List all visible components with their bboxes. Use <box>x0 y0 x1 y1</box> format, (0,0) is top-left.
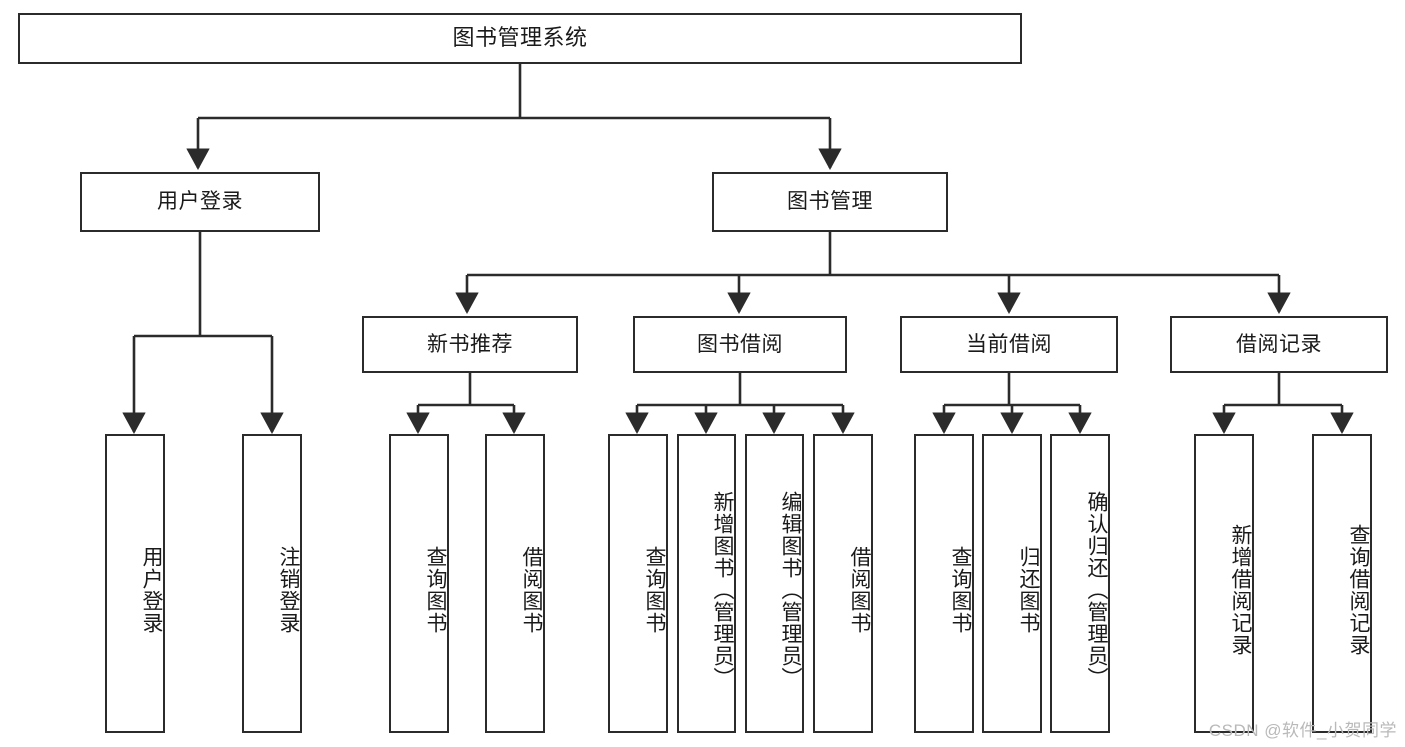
leaf-borrow-book-2-label: 借阅图书 <box>848 545 871 634</box>
node-user-login[interactable]: 用户登录 <box>80 172 320 232</box>
leaf-edit-book-label: 编辑图书（管理员） <box>779 490 802 689</box>
leaf-logout-login-label: 注销登录 <box>277 545 300 634</box>
leaf-edit-book[interactable]: 编辑图书（管理员） <box>745 434 804 733</box>
node-book-manage[interactable]: 图书管理 <box>712 172 948 232</box>
node-root-label: 图书管理系统 <box>452 25 588 51</box>
leaf-query-book-2[interactable]: 查询图书 <box>608 434 668 733</box>
leaf-return-book[interactable]: 归还图书 <box>982 434 1042 733</box>
leaf-query-book-3[interactable]: 查询图书 <box>914 434 974 733</box>
leaf-borrow-book-1[interactable]: 借阅图书 <box>485 434 545 733</box>
node-book-manage-label: 图书管理 <box>787 190 873 214</box>
leaf-user-login-label: 用户登录 <box>140 545 163 634</box>
leaf-confirm-return-label: 确认归还（管理员） <box>1085 490 1108 689</box>
leaf-user-login[interactable]: 用户登录 <box>105 434 165 733</box>
leaf-query-book-3-label: 查询图书 <box>949 545 972 634</box>
node-new-book-recommend[interactable]: 新书推荐 <box>362 316 578 373</box>
node-root[interactable]: 图书管理系统 <box>18 13 1022 64</box>
node-borrow-record[interactable]: 借阅记录 <box>1170 316 1388 373</box>
leaf-query-book-2-label: 查询图书 <box>643 545 666 634</box>
node-book-borrow[interactable]: 图书借阅 <box>633 316 847 373</box>
node-current-borrow-label: 当前借阅 <box>966 332 1052 356</box>
leaf-query-record[interactable]: 查询借阅记录 <box>1312 434 1372 733</box>
leaf-return-book-label: 归还图书 <box>1017 545 1040 634</box>
leaf-add-record-label: 新增借阅记录 <box>1229 523 1252 656</box>
watermark: CSDN @软件_小贺同学 <box>1208 721 1397 740</box>
node-book-borrow-label: 图书借阅 <box>697 332 783 356</box>
leaf-logout-login[interactable]: 注销登录 <box>242 434 302 733</box>
node-current-borrow[interactable]: 当前借阅 <box>900 316 1118 373</box>
leaf-query-record-label: 查询借阅记录 <box>1347 523 1370 656</box>
leaf-add-record[interactable]: 新增借阅记录 <box>1194 434 1254 733</box>
node-user-login-label: 用户登录 <box>157 190 243 214</box>
node-new-book-recommend-label: 新书推荐 <box>427 332 513 356</box>
leaf-query-book-1[interactable]: 查询图书 <box>389 434 449 733</box>
leaf-query-book-1-label: 查询图书 <box>424 545 447 634</box>
leaf-borrow-book-1-label: 借阅图书 <box>520 545 543 634</box>
leaf-confirm-return[interactable]: 确认归还（管理员） <box>1050 434 1110 733</box>
leaf-borrow-book-2[interactable]: 借阅图书 <box>813 434 873 733</box>
leaf-add-book[interactable]: 新增图书（管理员） <box>677 434 736 733</box>
node-borrow-record-label: 借阅记录 <box>1236 332 1322 356</box>
leaf-add-book-label: 新增图书（管理员） <box>711 490 734 689</box>
